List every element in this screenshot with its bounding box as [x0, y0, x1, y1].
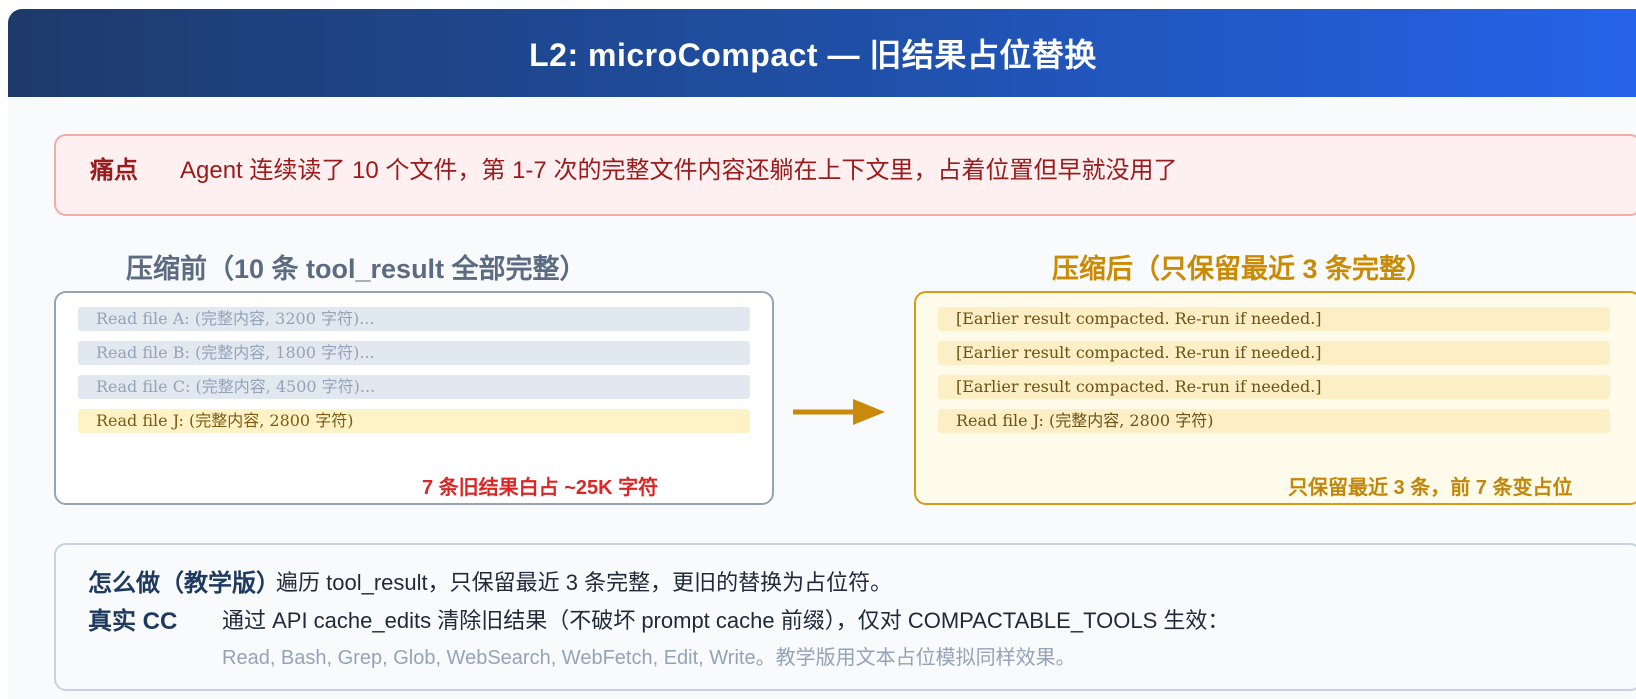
- pain-point-box: 痛点 Agent 连续读了 10 个文件，第 1-7 次的完整文件内容还躺在上下…: [54, 134, 1636, 216]
- before-row: Read file A: (完整内容, 3200 字符)...: [78, 307, 750, 331]
- how-label: 怎么做（教学版）: [88, 570, 280, 597]
- right-arrow-icon: [793, 399, 885, 425]
- after-title: 压缩后（只保留最近 3 条完整）: [1052, 254, 1434, 284]
- page-title: L2: microCompact — 旧结果占位替换: [529, 37, 1097, 73]
- before-row-recent: Read file J: (完整内容, 2800 字符): [78, 409, 750, 433]
- how-text: 遍历 tool_result，只保留最近 3 条完整，更旧的替换为占位符。: [276, 570, 893, 595]
- pain-point-label: 痛点: [90, 157, 138, 184]
- arrow-head: [853, 399, 885, 425]
- before-row: Read file C: (完整内容, 4500 字符)...: [78, 375, 750, 399]
- real-cc-tools: Read, Bash, Grep, Glob, WebSearch, WebFe…: [222, 647, 1076, 669]
- slide-frame: L2: microCompact — 旧结果占位替换 痛点 Agent 连续读了…: [8, 9, 1636, 699]
- after-row-placeholder: [Earlier result compacted. Re-run if nee…: [938, 375, 1610, 399]
- header-bar: L2: microCompact — 旧结果占位替换: [8, 9, 1636, 97]
- after-row-placeholder: [Earlier result compacted. Re-run if nee…: [938, 307, 1610, 331]
- before-note: 7 条旧结果白占 ~25K 字符: [422, 477, 659, 499]
- after-row-placeholder: [Earlier result compacted. Re-run if nee…: [938, 341, 1610, 365]
- how-it-works-box: 怎么做（教学版） 遍历 tool_result，只保留最近 3 条完整，更旧的替…: [54, 543, 1636, 691]
- real-cc-text: 通过 API cache_edits 清除旧结果（不破坏 prompt cach…: [222, 608, 1230, 633]
- after-row-recent: Read file J: (完整内容, 2800 字符): [938, 409, 1610, 433]
- after-panel: [Earlier result compacted. Re-run if nee…: [914, 291, 1636, 505]
- real-cc-label: 真实 CC: [88, 608, 178, 635]
- before-row: Read file B: (完整内容, 1800 字符)...: [78, 341, 750, 365]
- after-note: 只保留最近 3 条，前 7 条变占位: [1288, 477, 1573, 499]
- before-panel: Read file A: (完整内容, 3200 字符)... Read fil…: [54, 291, 774, 505]
- pain-point-text: Agent 连续读了 10 个文件，第 1-7 次的完整文件内容还躺在上下文里，…: [180, 157, 1178, 184]
- before-title: 压缩前（10 条 tool_result 全部完整）: [126, 254, 587, 284]
